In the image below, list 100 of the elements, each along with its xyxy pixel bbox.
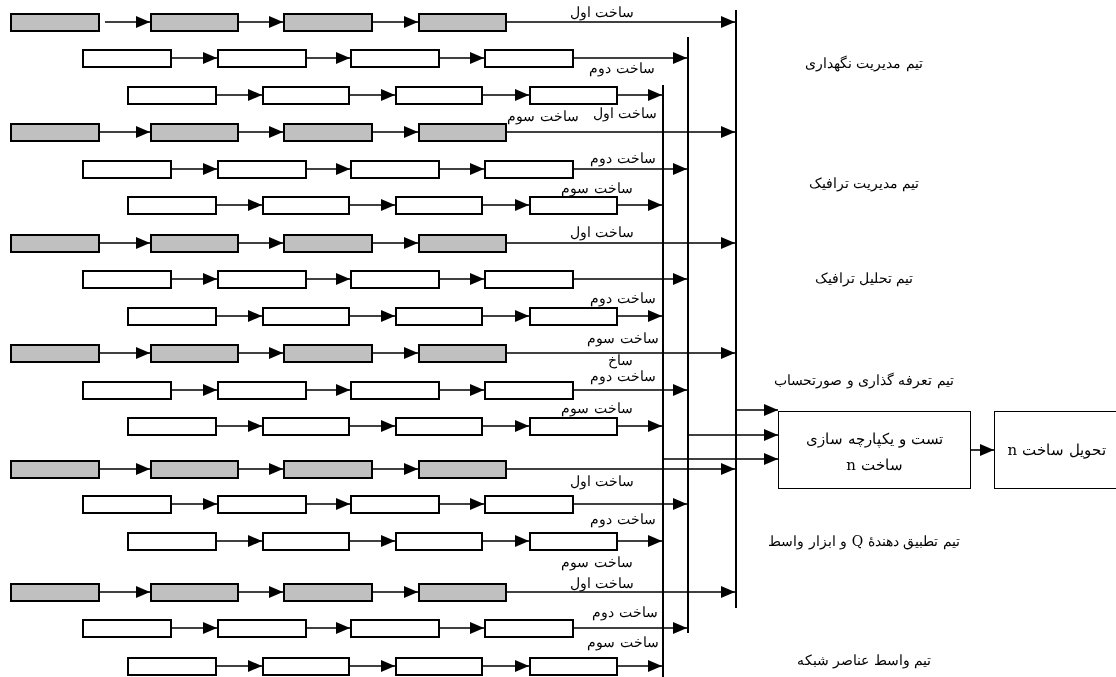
step-box	[418, 582, 507, 602]
step-box	[418, 233, 507, 253]
step-box	[395, 656, 483, 676]
build-label: ساخت دوم	[590, 149, 656, 167]
step-box	[283, 459, 373, 479]
arrow	[306, 52, 351, 64]
arrow	[216, 310, 263, 322]
box-text: تحویل ساخت n	[1007, 439, 1106, 461]
arrow	[349, 89, 396, 101]
arrow	[104, 16, 151, 28]
step-box	[262, 85, 350, 105]
step-box	[350, 159, 440, 179]
arrow	[238, 16, 284, 28]
arrow	[506, 347, 736, 359]
step-box	[82, 380, 172, 400]
step-box	[127, 195, 217, 215]
arrow	[171, 384, 218, 396]
arrow	[306, 498, 351, 510]
team-label: تیم تحلیل ترافیک	[814, 269, 914, 287]
step-box	[395, 306, 483, 326]
step-box	[418, 122, 507, 142]
build-label: ساخت دوم	[592, 603, 658, 621]
arrow	[171, 273, 218, 285]
arrow	[617, 420, 663, 432]
arrow	[482, 535, 530, 547]
arrow	[238, 237, 284, 249]
step-box	[217, 159, 307, 179]
step-box	[217, 380, 307, 400]
arrow	[349, 660, 396, 672]
process-box	[778, 411, 971, 489]
arrow	[617, 89, 663, 101]
step-box	[529, 195, 618, 215]
arrow	[238, 126, 284, 138]
step-box	[529, 306, 618, 326]
arrow	[372, 16, 419, 28]
arrow	[506, 126, 736, 138]
step-box	[418, 12, 507, 32]
step-box	[82, 618, 172, 638]
arrow	[306, 384, 351, 396]
team-label: تیم واسط عناصر شبکه	[796, 651, 932, 669]
arrow	[306, 163, 351, 175]
arrow	[573, 52, 688, 64]
team-label: تیم مدیریت ترافیک	[808, 174, 920, 192]
arrow	[439, 163, 485, 175]
arrow	[306, 273, 351, 285]
step-box	[484, 159, 574, 179]
step-box	[82, 48, 172, 68]
arrow	[617, 660, 663, 672]
step-box	[484, 618, 574, 638]
arrow	[349, 535, 396, 547]
step-box	[350, 48, 440, 68]
arrow	[573, 163, 688, 175]
arrow	[617, 535, 663, 547]
step-box	[350, 380, 440, 400]
step-box	[283, 12, 373, 32]
arrow	[372, 237, 419, 249]
arrow	[349, 310, 396, 322]
step-box	[262, 416, 350, 436]
arrow	[349, 199, 396, 211]
step-box	[10, 459, 100, 479]
team-label: تیم مدیریت نگهداری	[805, 54, 923, 72]
build-label: ساخت دوم	[590, 289, 656, 307]
step-box	[283, 343, 373, 363]
build-label: ساخت سوم	[561, 179, 633, 197]
arrow	[617, 310, 663, 322]
build-label: ساخ	[607, 351, 633, 369]
step-box	[529, 531, 618, 551]
arrow	[439, 384, 485, 396]
build-label: ساخت سوم	[561, 553, 633, 571]
arrow	[573, 498, 688, 510]
arrow	[688, 429, 779, 441]
build-label: ساخت اول	[569, 472, 635, 490]
arrow	[482, 89, 530, 101]
step-box	[283, 122, 373, 142]
build-label: ساخت اول	[569, 3, 635, 21]
arrow	[238, 347, 284, 359]
step-box	[262, 531, 350, 551]
step-box	[283, 233, 373, 253]
step-box	[283, 582, 373, 602]
step-box	[10, 122, 100, 142]
arrow	[99, 463, 151, 475]
arrow	[372, 463, 419, 475]
step-box	[418, 459, 507, 479]
arrow	[216, 199, 263, 211]
step-box	[484, 269, 574, 289]
step-box	[127, 306, 217, 326]
step-box	[82, 159, 172, 179]
build-label: ساخت دوم	[590, 510, 656, 528]
team-label: تیم تعرفه گذاری و صورتحساب	[774, 371, 954, 389]
step-box	[529, 85, 618, 105]
arrow	[238, 463, 284, 475]
build-label: ساخت سوم	[587, 329, 659, 347]
arrow	[506, 16, 736, 28]
arrow	[573, 384, 688, 396]
step-box	[127, 85, 217, 105]
step-box	[262, 306, 350, 326]
step-box	[418, 343, 507, 363]
arrow	[573, 622, 688, 634]
step-box	[150, 233, 239, 253]
step-box	[217, 48, 307, 68]
